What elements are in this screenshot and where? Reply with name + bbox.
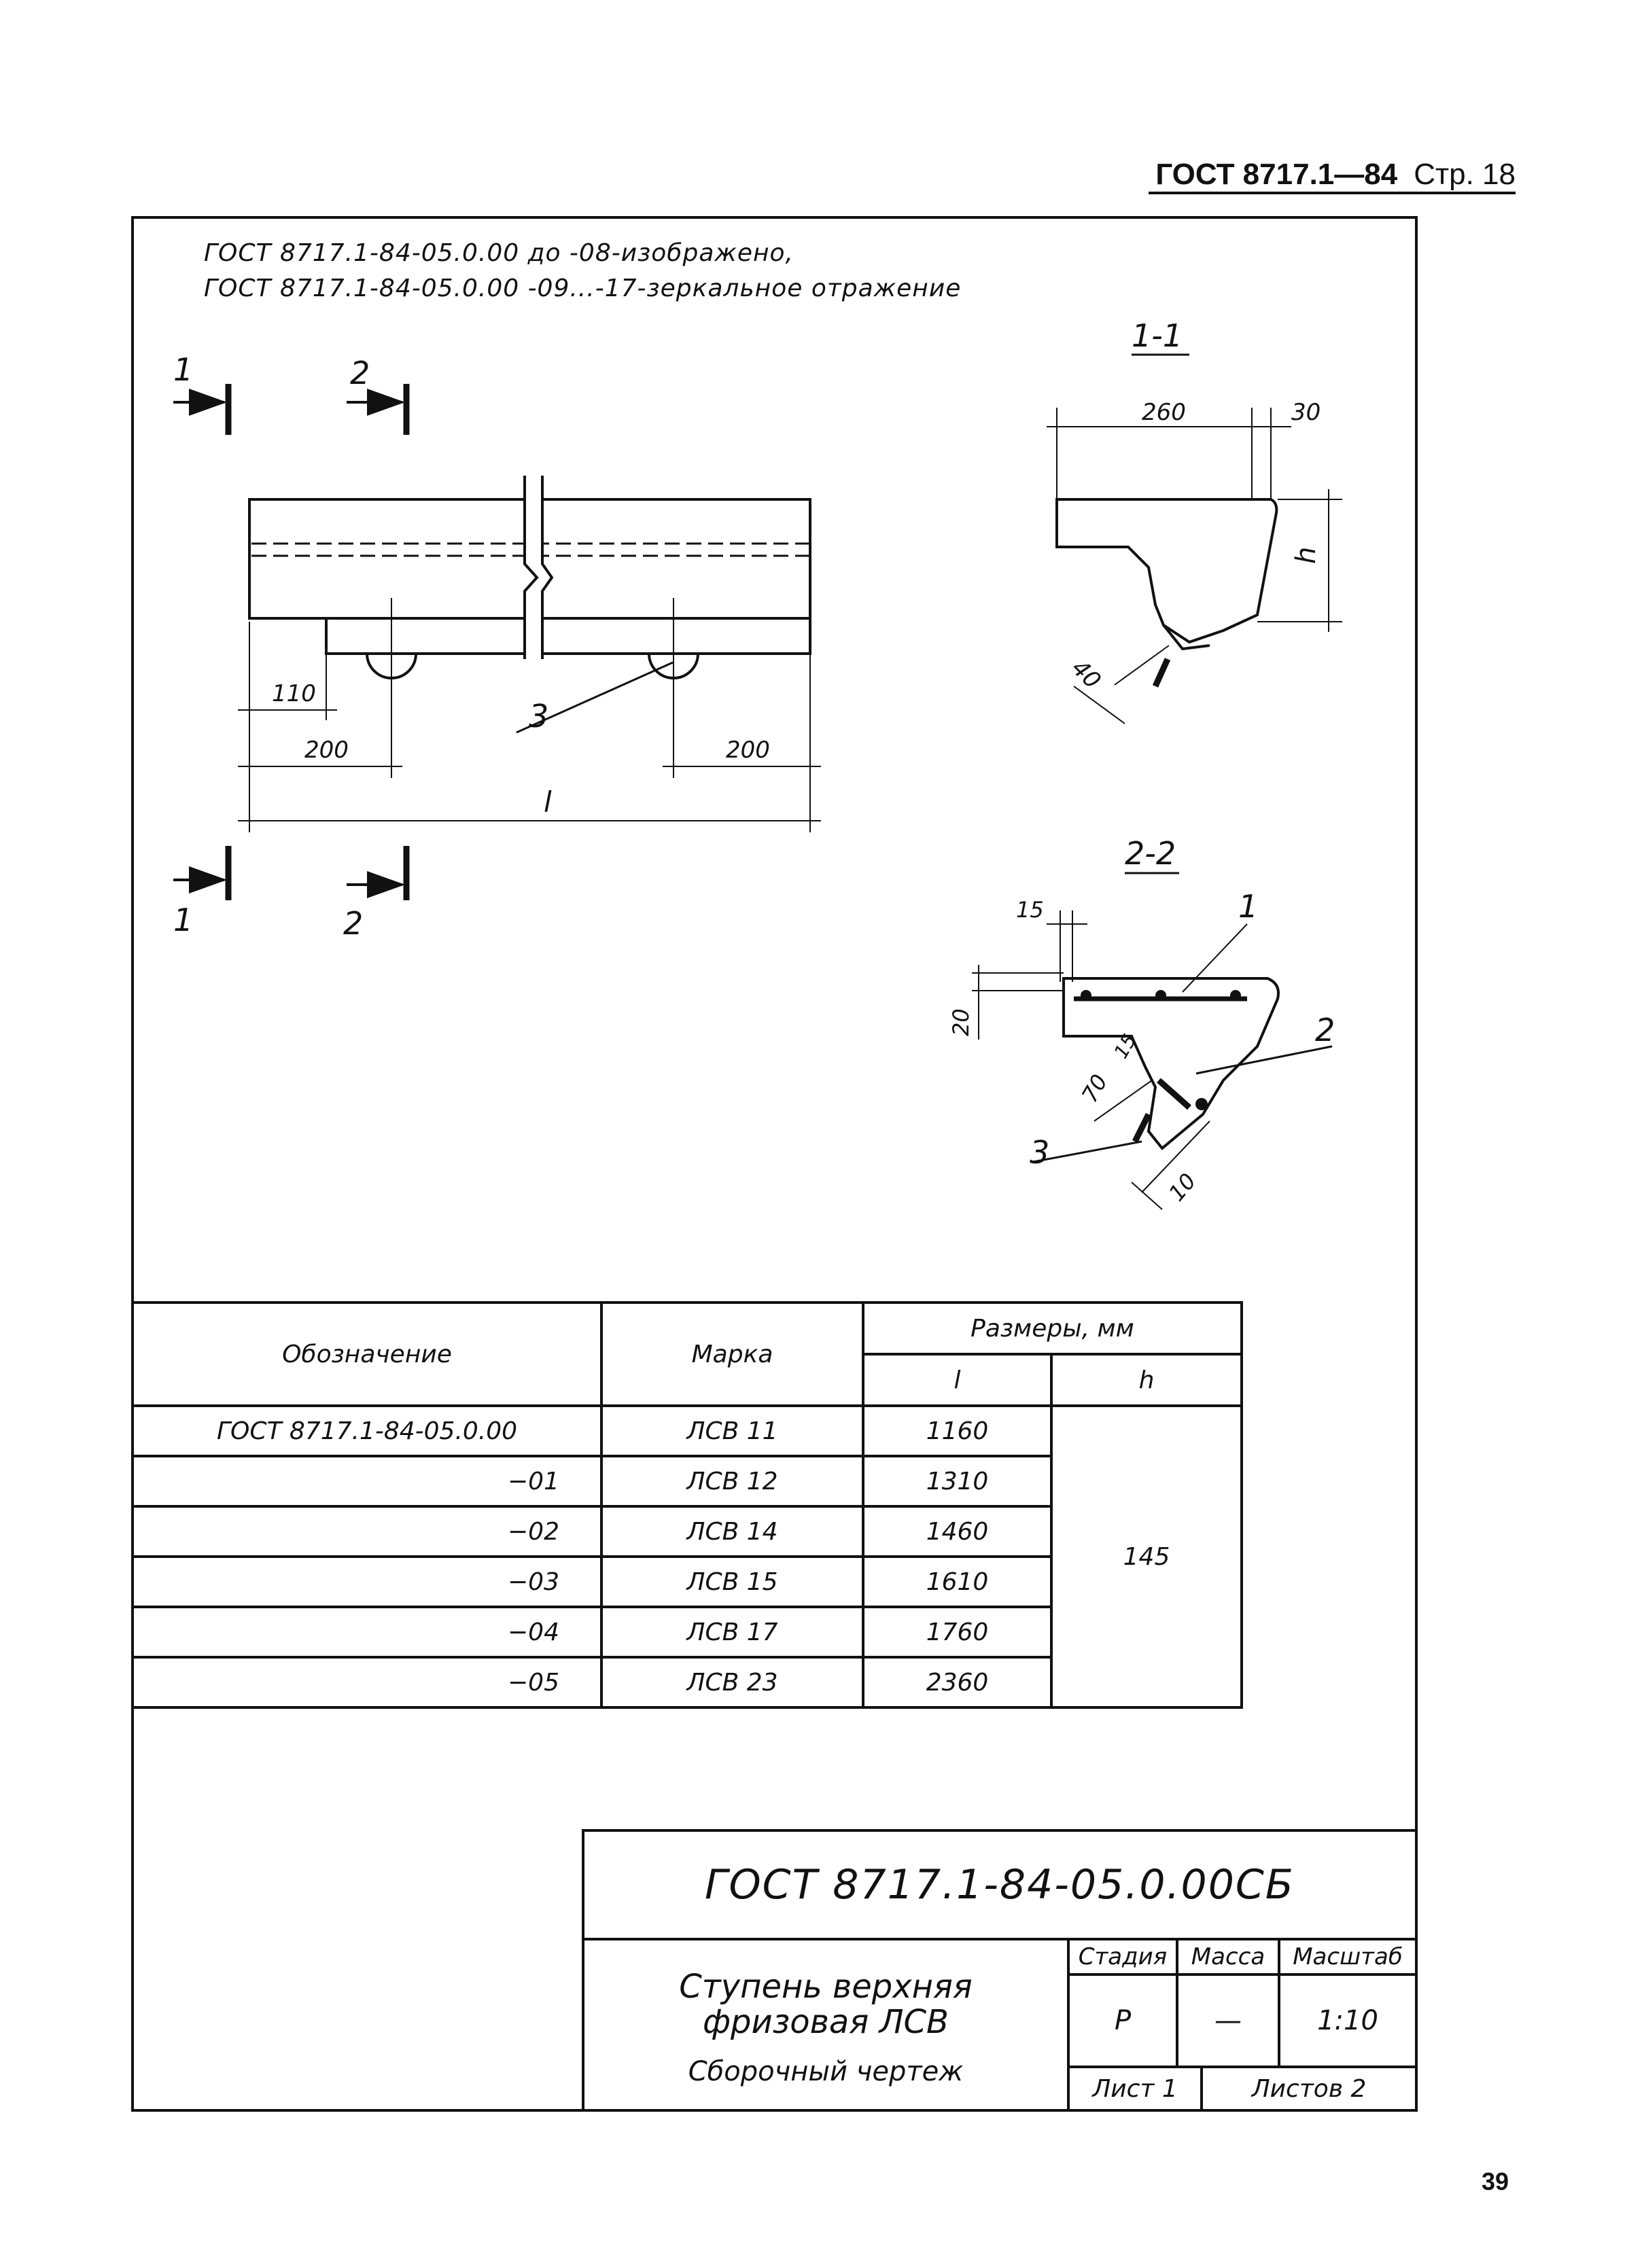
section-mark-2-bottom: 2: [343, 905, 363, 942]
designation-cell: ГОСТ 8717.1-84-05.0.00: [131, 1404, 603, 1457]
table-row: −04 ЛСВ 17 1760: [131, 1606, 1242, 1659]
note-line-2: ГОСТ 8717.1-84-05.0.00 -09...-17-зеркаль…: [204, 274, 962, 302]
page-number: 39: [1482, 2167, 1509, 2195]
note-line-1: ГОСТ 8717.1-84-05.0.00 до -08-изображено…: [204, 239, 794, 267]
scale-value: 1:10: [1280, 1976, 1415, 2068]
mark-cell: ЛСВ 14: [600, 1505, 864, 1558]
callout-2: 2: [1315, 1012, 1335, 1048]
scale-label: Масштаб: [1280, 1941, 1415, 1976]
document-type: Сборочный чертеж: [688, 2056, 964, 2087]
h-cell: 145: [1050, 1404, 1243, 1709]
stage-value: Р: [1070, 1976, 1178, 2068]
mass-value: —: [1178, 1976, 1280, 2068]
col-designation: Обозначение: [131, 1301, 603, 1407]
designation-cell: −01: [131, 1455, 603, 1508]
dim-h: h: [1291, 547, 1322, 564]
mark-cell: ЛСВ 12: [600, 1455, 864, 1508]
col-sizes: Размеры, мм: [862, 1301, 1243, 1356]
dim-30: 30: [1291, 399, 1321, 426]
sheets-label: Листов 2: [1251, 2074, 1367, 2103]
dim-10: 10: [1164, 1169, 1201, 1207]
dim-40: 40: [1066, 654, 1106, 694]
l-cell: 2360: [862, 1656, 1053, 1709]
table-row: −05 ЛСВ 23 2360: [131, 1656, 1242, 1709]
dimensions-table: Обозначение Марка Размеры, мм l h ГОСТ 8…: [131, 1301, 1243, 1709]
technical-drawing: 1 2 1 2 110 200 200 l 3 1-1 260 30 h 40 …: [173, 317, 1342, 1210]
page-label: Стр. 18: [1414, 158, 1516, 191]
title-block: ГОСТ 8717.1-84-05.0.00СБ Ступень верхняя…: [582, 1829, 1418, 2112]
designation-cell: −02: [131, 1505, 603, 1558]
section-mark-1-bottom: 1: [173, 902, 193, 938]
page-header: ГОСТ 8717.1—84 Стр. 18: [1149, 151, 1516, 194]
callout-3-main: 3: [529, 698, 548, 734]
l-cell: 1760: [862, 1606, 1053, 1659]
table-row: −02 ЛСВ 14 1460: [131, 1505, 1242, 1558]
dim-110: 110: [272, 680, 316, 707]
dim-200-left: 200: [304, 737, 349, 764]
col-l: l: [862, 1353, 1053, 1407]
document-code: ГОСТ 8717.1-84-05.0.00СБ: [584, 1832, 1415, 1941]
section-mark-2-top: 2: [350, 355, 370, 391]
dim-260: 260: [1142, 399, 1186, 426]
table-row: ГОСТ 8717.1-84-05.0.00 ЛСВ 11 1160 145: [131, 1404, 1243, 1709]
mark-cell: ЛСВ 15: [600, 1555, 864, 1608]
mass-label: Масса: [1178, 1941, 1280, 1976]
name-line-2: фризовая ЛСВ: [703, 2003, 949, 2041]
mark-cell: ЛСВ 11: [600, 1404, 864, 1457]
document-name-cell: Ступень верхняя фризовая ЛСВ Сборочный ч…: [584, 1941, 1070, 2109]
designation-cell: −04: [131, 1606, 603, 1659]
designation-cell: −05: [131, 1656, 603, 1709]
sheet-label: Лист 1: [1070, 2068, 1203, 2109]
callout-1: 1: [1238, 888, 1258, 925]
dim-15-top: 15: [1016, 897, 1044, 923]
section-2-2-title: 2-2: [1125, 835, 1176, 872]
standard-number: ГОСТ 8717.1—84: [1155, 158, 1398, 191]
mark-cell: ЛСВ 17: [600, 1606, 864, 1659]
dim-70: 70: [1077, 1070, 1113, 1107]
dim-200-right: 200: [726, 737, 770, 764]
dim-length-l: l: [544, 785, 552, 819]
section-mark-1-top: 1: [173, 351, 193, 388]
table-row: −03 ЛСВ 15 1610: [131, 1555, 1242, 1608]
mark-cell: ЛСВ 23: [600, 1656, 864, 1709]
table-row: −01 ЛСВ 12 1310: [131, 1455, 1242, 1508]
callout-3: 3: [1030, 1134, 1049, 1171]
col-h: h: [1050, 1353, 1243, 1407]
designation-cell: −03: [131, 1555, 603, 1608]
l-cell: 1610: [862, 1555, 1053, 1608]
l-cell: 1160: [862, 1404, 1053, 1457]
l-cell: 1460: [862, 1505, 1053, 1558]
col-mark: Марка: [600, 1301, 864, 1407]
section-1-1-title: 1-1: [1132, 317, 1183, 354]
name-line-1: Ступень верхняя: [679, 1968, 973, 2006]
stage-label: Стадия: [1070, 1941, 1178, 1976]
l-cell: 1310: [862, 1455, 1053, 1508]
dim-20: 20: [948, 1008, 974, 1036]
